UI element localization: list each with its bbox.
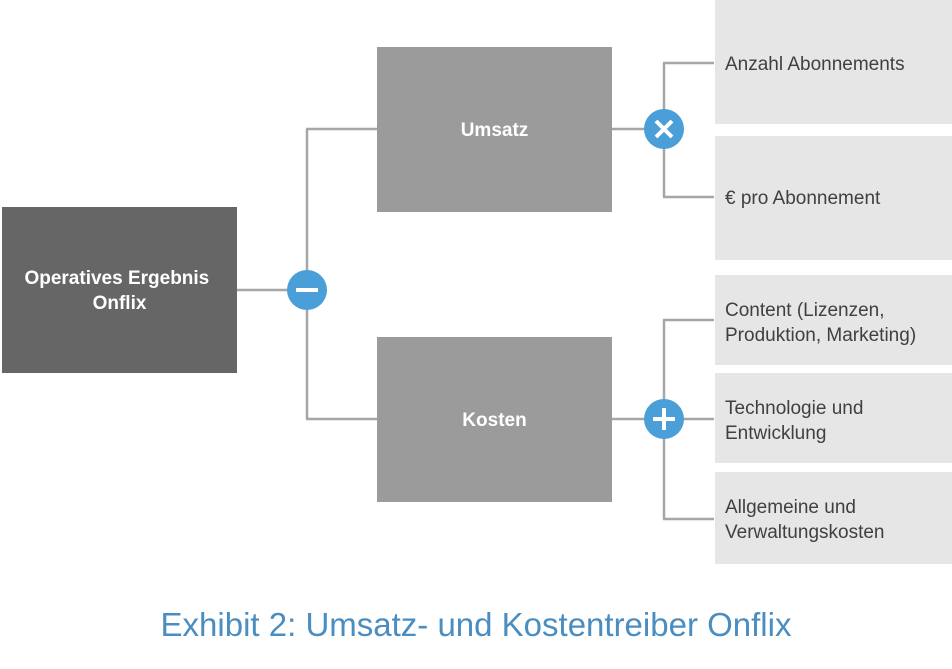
times-icon	[644, 109, 684, 149]
root-node-label: Operatives Ergebnis Onflix	[24, 268, 214, 314]
kosten-node-label: Kosten	[462, 410, 526, 431]
minus-icon	[287, 270, 327, 310]
umsatz-node-box	[377, 47, 612, 212]
leaf-allgemeine-line-1: Allgemeine und	[725, 497, 856, 518]
leaf-label-anzahl-abonnements: Anzahl Abonnements	[725, 54, 905, 75]
leaf-box-euro-pro-abonnement	[715, 136, 952, 260]
umsatz-node-label: Umsatz	[461, 120, 529, 141]
leaf-label-allgemeine: Allgemeine und Verwaltungskosten	[725, 497, 885, 543]
leaf-allgemeine-line-2: Verwaltungskosten	[725, 522, 885, 543]
leaf-box-allgemeine	[715, 472, 952, 564]
leaf-label-euro-pro-abonnement: € pro Abonnement	[725, 188, 881, 209]
kosten-node-box	[377, 337, 612, 502]
plus-icon	[644, 399, 684, 439]
root-node-line-1: Operatives Ergebnis	[24, 268, 209, 289]
leaf-technologie-line-1: Technologie und	[725, 398, 863, 419]
leaf-box-technologie	[715, 373, 952, 463]
leaf-box-anzahl-abonnements	[715, 0, 952, 124]
leaf-box-content	[715, 275, 952, 365]
leaf-content-line-2: Produktion, Marketing)	[725, 325, 916, 346]
leaf-label-technologie: Technologie und Entwicklung	[725, 398, 869, 444]
leaf-label-content: Content (Lizenzen, Produktion, Marketing…	[725, 300, 916, 346]
exhibit-caption: Exhibit 2: Umsatz- und Kostentreiber Onf…	[161, 606, 792, 643]
leaf-technologie-line-2: Entwicklung	[725, 423, 826, 444]
root-node-line-2: Onflix	[93, 293, 147, 314]
leaf-content-line-1: Content (Lizenzen,	[725, 300, 885, 321]
root-node-box	[2, 207, 237, 373]
